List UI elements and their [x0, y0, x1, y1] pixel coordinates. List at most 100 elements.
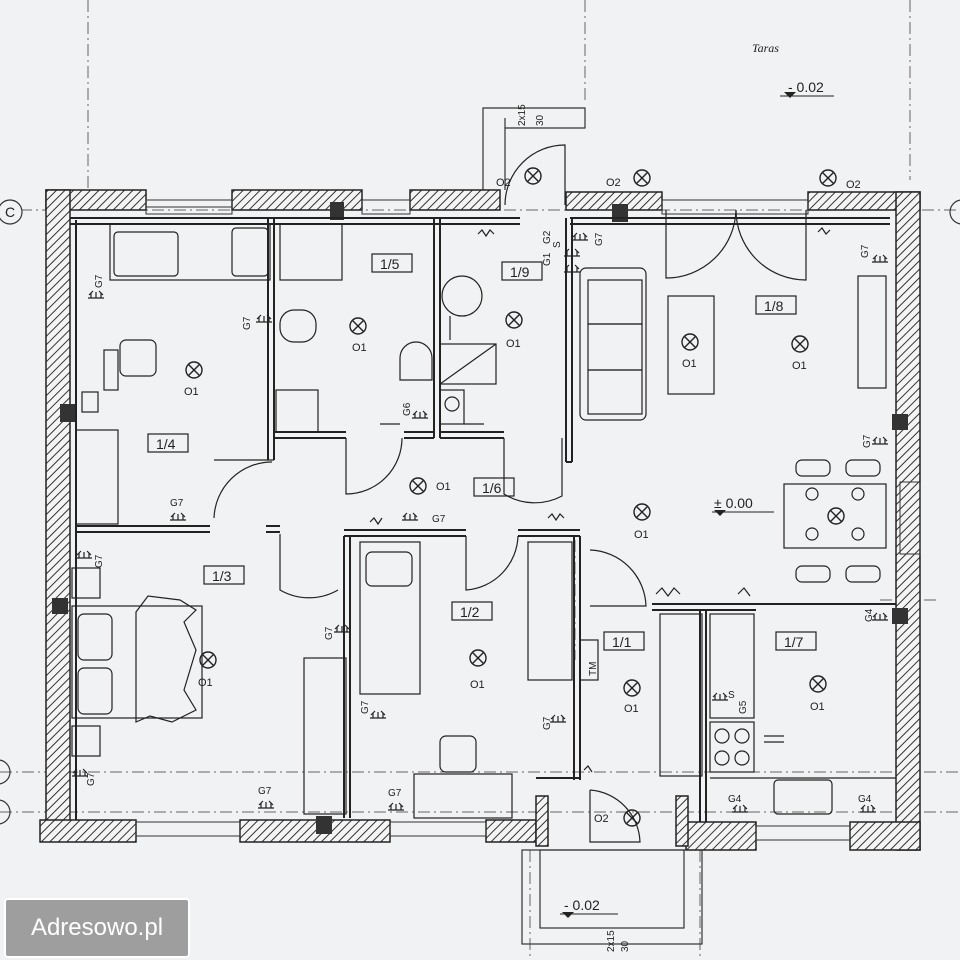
cooktop — [709, 721, 755, 773]
plan-line — [655, 587, 681, 597]
plan-line — [899, 481, 921, 555]
room-labels: 1/4 1/5 1/9 1/8 1/6 1/3 1/2 1/1 1/7 — [147, 253, 817, 651]
light-label-1-9: O1 — [506, 338, 521, 350]
plan-line — [521, 849, 703, 945]
light-label-1-6: O1 — [436, 481, 451, 493]
axis-bubble-c — [0, 199, 23, 225]
plan-annotation: G7 — [542, 716, 553, 730]
coffee-table — [667, 295, 715, 395]
level-main: ± 0.00 — [714, 495, 753, 511]
room-id-1-9: 1/9 — [510, 264, 530, 280]
plan-line — [734, 750, 750, 766]
plan-line — [714, 728, 730, 744]
plan-annotation: G2 — [542, 230, 553, 244]
plan-line — [504, 144, 566, 206]
plan-line — [330, 202, 344, 220]
ceiling-lights: O1 O1 O1 O1 O1 O1 O1 O1 O1 O1 O1 — [184, 311, 845, 827]
entrance-steps — [521, 849, 703, 945]
ceiling-light-icon — [469, 649, 487, 667]
terrace-label: Taras — [752, 41, 779, 55]
bed-room-1-4 — [109, 223, 271, 281]
plan-annotation: G7 — [86, 772, 97, 786]
plan-line — [685, 821, 757, 851]
plan-annotation: G7 — [170, 498, 184, 509]
plan-line — [589, 549, 647, 607]
plan-line — [71, 567, 101, 599]
room-tag-1-8 — [755, 295, 797, 315]
light-label-1-7: O1 — [810, 701, 825, 713]
plan-line — [795, 565, 831, 583]
socket-icon — [731, 804, 749, 813]
ceiling-light-icon — [791, 335, 809, 353]
plan-line — [587, 323, 643, 371]
plan-line — [737, 587, 751, 597]
plan-annotation: G7 — [862, 434, 873, 448]
bathtub — [279, 223, 343, 281]
ceiling-light-icon — [185, 361, 203, 379]
plan-line — [892, 414, 908, 430]
socket-icon — [333, 624, 351, 633]
plan-line — [482, 107, 586, 190]
arrows — [380, 423, 784, 743]
toilet — [279, 309, 317, 343]
ceiling-light-icon — [819, 169, 837, 187]
exterior-walls — [39, 189, 921, 851]
ceiling-light-icon — [809, 675, 827, 693]
outdoor-light-4: O2 — [594, 813, 609, 825]
room-id-1-7: 1/7 — [784, 634, 804, 650]
plan-line — [573, 536, 581, 780]
plan-line — [213, 459, 274, 519]
level-terrace: - 0.02 — [788, 79, 824, 95]
socket-icon — [871, 254, 889, 263]
plan-line — [795, 459, 831, 477]
plan-annotation: G7 — [94, 554, 105, 568]
plan-line — [851, 527, 865, 541]
plan-line — [949, 199, 960, 225]
room-tag-1-9 — [501, 261, 543, 281]
plan-annotation: G7 — [432, 514, 446, 525]
plan-line — [587, 279, 643, 325]
plan-line — [851, 487, 865, 501]
outdoor-lights: O2 O2 O2 O2 — [496, 167, 861, 825]
door-swings — [213, 144, 807, 843]
axis-c-label: C — [5, 204, 15, 220]
plan-line — [433, 218, 441, 438]
plan-line — [439, 343, 497, 385]
ceiling-light-icon — [681, 333, 699, 351]
plan-line — [81, 391, 99, 413]
plan-line — [565, 218, 573, 463]
room-id-1-5: 1/5 — [380, 256, 400, 272]
plan-annotation: G7 — [242, 316, 253, 330]
plan-line — [503, 438, 563, 504]
plan-line — [135, 821, 241, 837]
socket-icon — [169, 512, 187, 521]
plan-annotation: G4 — [728, 794, 742, 805]
plan-line — [477, 229, 495, 238]
light-label-1-1: O1 — [624, 703, 639, 715]
socket-icon — [871, 436, 889, 445]
plan-annotation: G7 — [388, 788, 402, 799]
sockets: G7 G7 G7 G7 G2 G1 G7 G7 G7 G4 G6 G7 G7 G… — [71, 230, 889, 813]
plan-line — [699, 610, 707, 822]
plan-line — [274, 431, 346, 439]
plan-annotation: G4 — [858, 794, 872, 805]
room-id-1-3: 1/3 — [212, 568, 232, 584]
plan-line — [612, 204, 628, 222]
plan-annotation: G7 — [860, 244, 871, 258]
watermark-logo: Adresowo.pl — [4, 898, 190, 958]
plan-line — [661, 199, 809, 215]
plan-line: 2x15 30 — [606, 930, 631, 952]
socket-icon — [369, 710, 387, 719]
room-tag-1-7 — [775, 631, 817, 651]
plan-line — [444, 396, 460, 412]
plan-line — [539, 849, 685, 929]
plan-line — [266, 525, 280, 533]
ceiling-light-icon — [505, 311, 523, 329]
plan-line — [755, 825, 851, 841]
plan-line — [805, 527, 819, 541]
bed-room-1-3 — [71, 605, 203, 719]
plan-line — [570, 217, 890, 225]
plan-line — [389, 821, 487, 837]
furniture — [71, 223, 896, 819]
